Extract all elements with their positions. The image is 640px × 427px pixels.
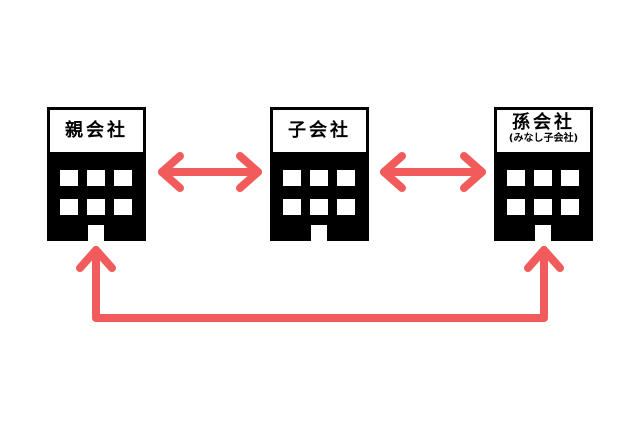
parent-company-building: 親会社 [47, 107, 146, 241]
door [535, 225, 551, 241]
window [310, 170, 328, 186]
window [561, 199, 579, 215]
arrow-parent-grandchild [76, 246, 564, 322]
window [507, 199, 525, 215]
window [337, 170, 355, 186]
child-company-sign: 子会社 [270, 107, 369, 155]
child-company-body [270, 153, 369, 241]
child-company-building: 子会社 [270, 107, 369, 241]
parent-company-sign: 親会社 [47, 107, 146, 155]
grandchild-company-building: 孫会社 (みなし子会社) [494, 107, 593, 241]
grandchild-company-body [494, 153, 593, 241]
window [534, 170, 552, 186]
window [561, 170, 579, 186]
window [507, 170, 525, 186]
parent-company-label: 親会社 [65, 120, 128, 141]
window [60, 170, 78, 186]
window [60, 199, 78, 215]
window [283, 170, 301, 186]
parent-company-body [47, 153, 146, 241]
window [87, 199, 105, 215]
door [311, 225, 327, 241]
child-company-label: 子会社 [288, 120, 351, 141]
window [114, 199, 132, 215]
grandchild-company-sublabel: (みなし子会社) [508, 133, 579, 144]
window [310, 199, 328, 215]
window [534, 199, 552, 215]
window [87, 170, 105, 186]
arrow-parent-child [158, 152, 262, 192]
window [283, 199, 301, 215]
door [88, 225, 104, 241]
window [337, 199, 355, 215]
grandchild-company-sign: 孫会社 (みなし子会社) [494, 107, 593, 155]
grandchild-company-label: 孫会社 [512, 112, 575, 133]
arrow-child-grandchild [380, 152, 486, 192]
window [114, 170, 132, 186]
